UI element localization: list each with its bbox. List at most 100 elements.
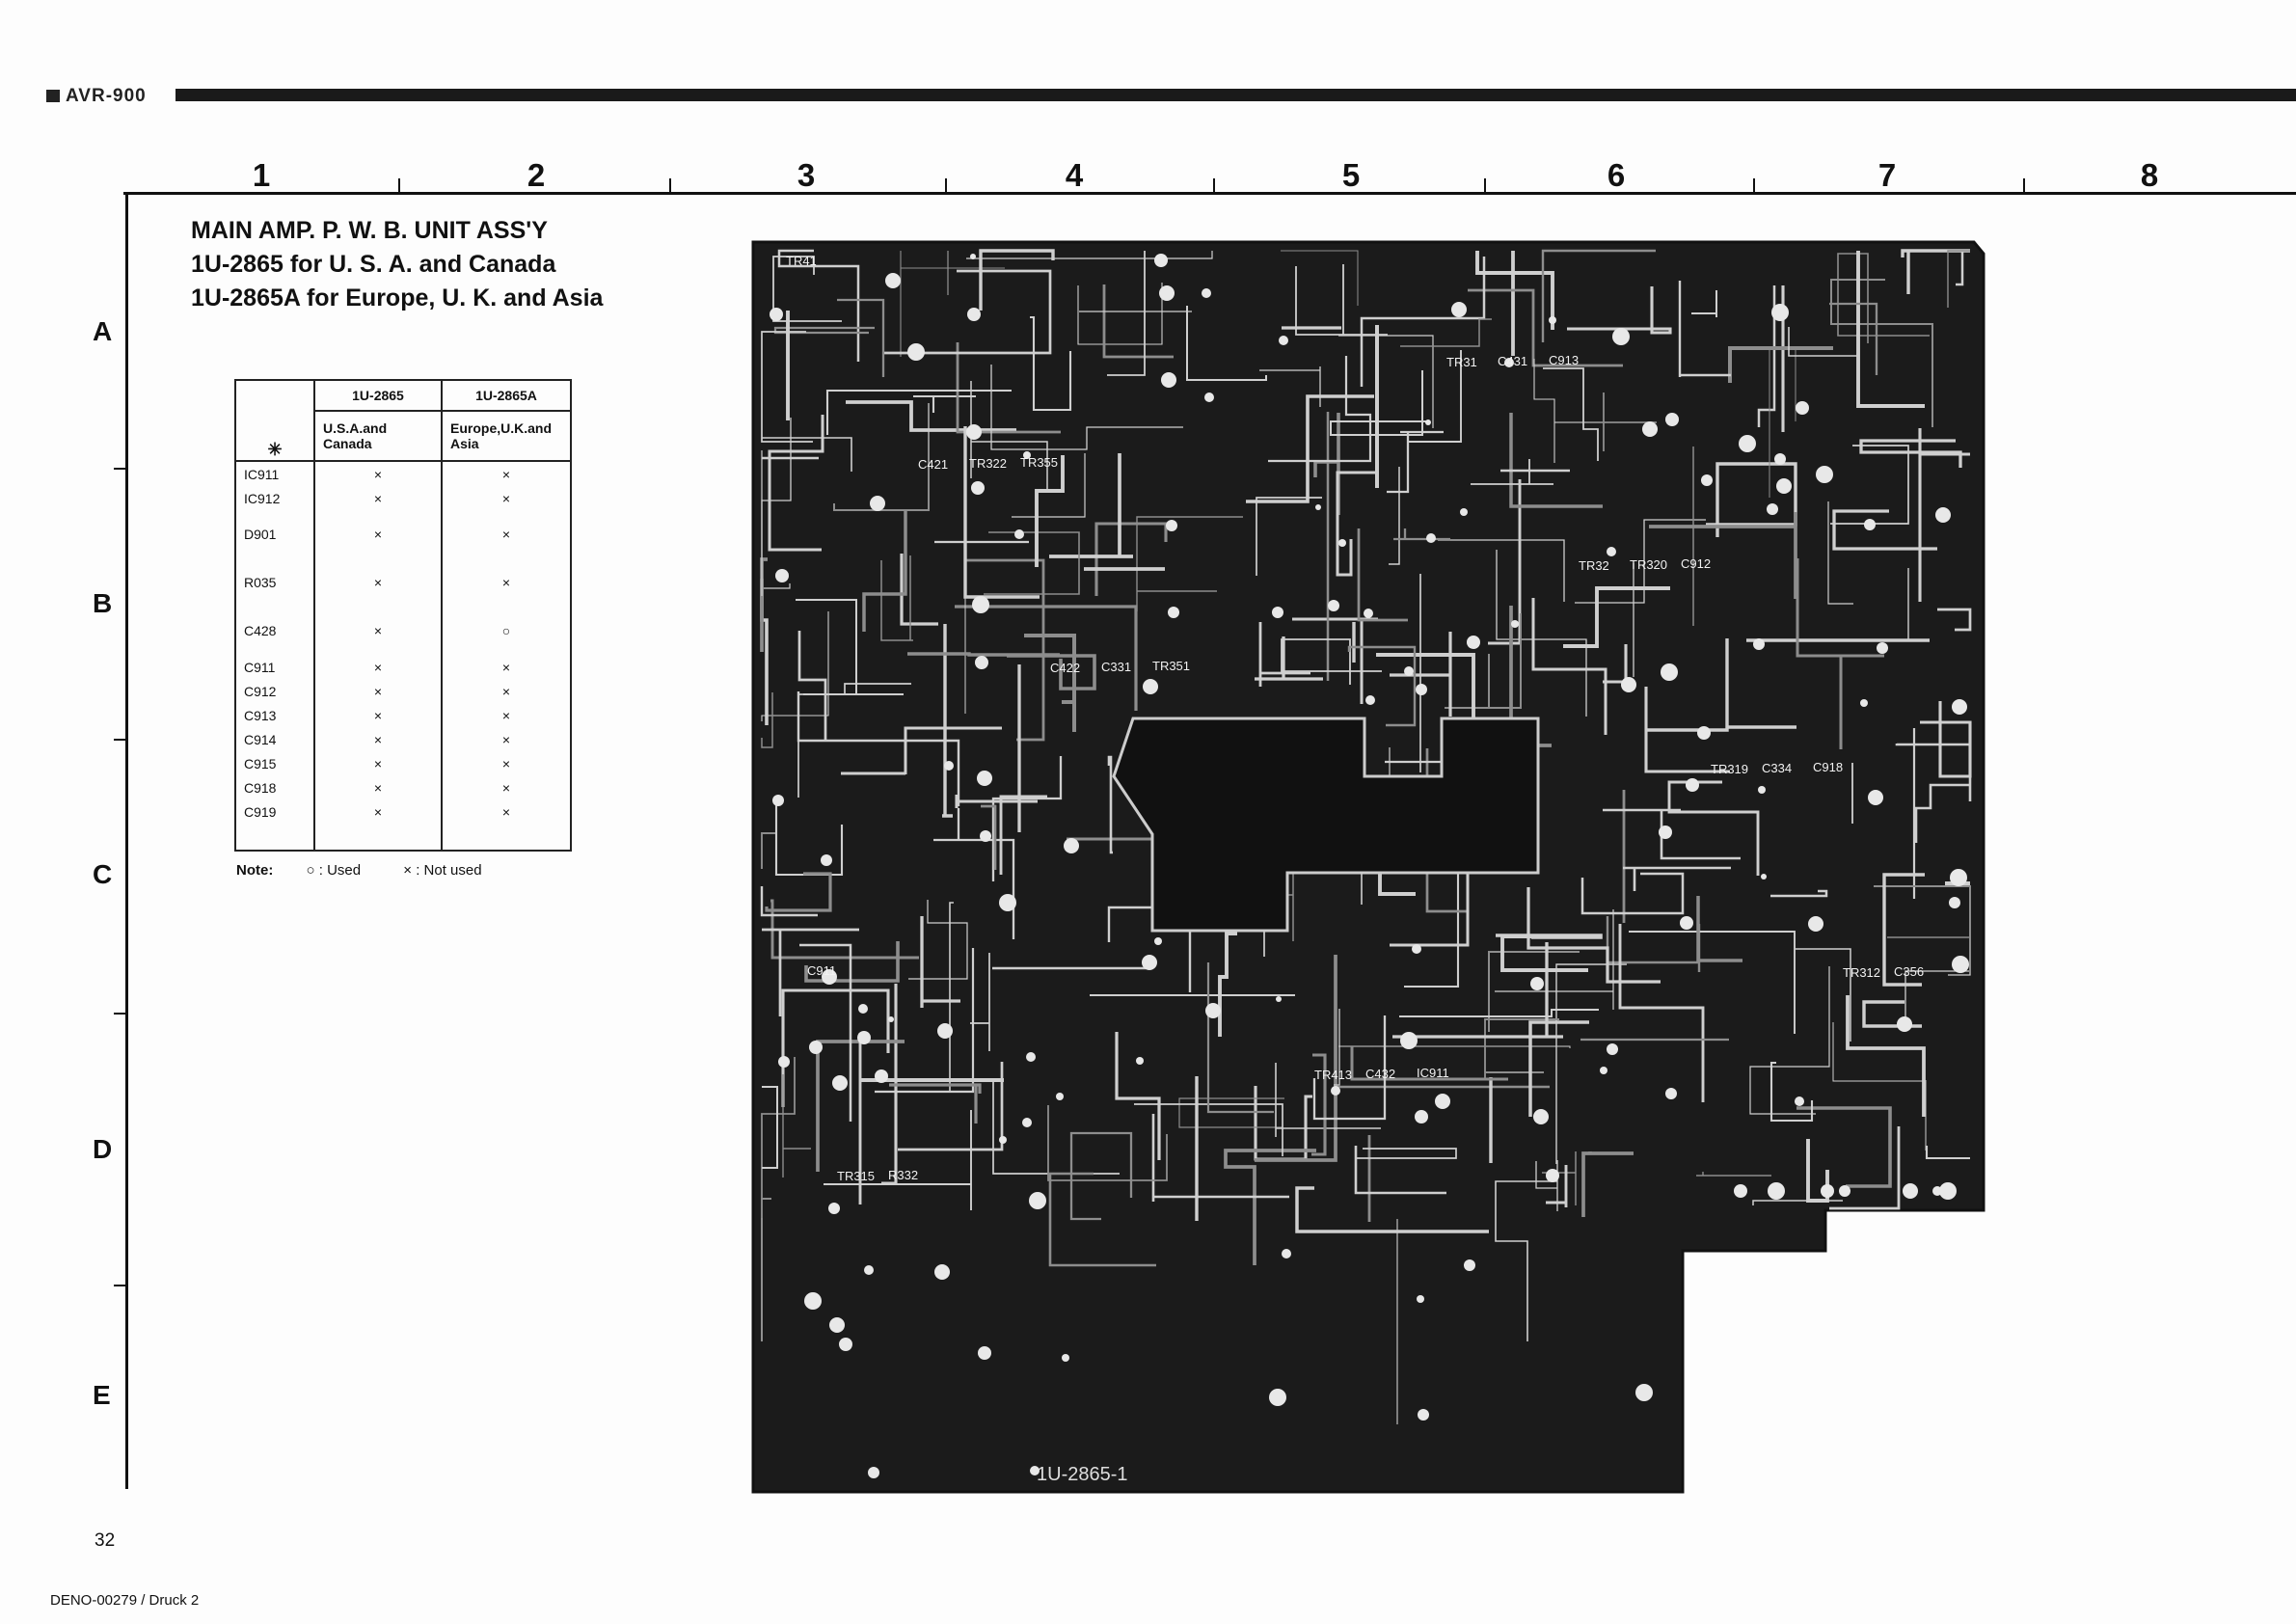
grid-column-tick xyxy=(2023,178,2025,192)
pcb-pad xyxy=(1467,636,1480,649)
pcb-pad xyxy=(1416,684,1427,695)
pcb-trace xyxy=(1107,251,1146,376)
pcb-component-label: TR312 xyxy=(1843,965,1880,980)
pcb-pad xyxy=(1839,1185,1850,1197)
pcb-pad xyxy=(778,1056,790,1068)
pcb-pad xyxy=(1680,916,1693,930)
pcb-pad xyxy=(1697,726,1711,740)
pcb-trace xyxy=(991,756,1063,881)
part-ref: C919 xyxy=(235,799,315,824)
pcb-trace xyxy=(1468,288,1623,367)
pcb-trace xyxy=(1796,558,1884,749)
pcb-pad xyxy=(1030,1466,1040,1475)
pcb-trace xyxy=(1543,367,1599,461)
pcb-trace xyxy=(1338,335,1434,428)
usage-cell: × xyxy=(442,486,572,510)
table-row: IC912×× xyxy=(235,486,572,510)
pcb-trace xyxy=(1350,1046,1508,1081)
pcb-component-label: TR320 xyxy=(1630,557,1667,572)
pcb-trace xyxy=(1178,1097,1284,1128)
part-ref: C915 xyxy=(235,751,315,775)
pcb-pad xyxy=(1686,778,1699,792)
pcb-pad xyxy=(1808,916,1823,932)
table-row: C918×× xyxy=(235,775,572,799)
part-ref: IC912 xyxy=(235,486,315,510)
grid-column-label: 4 xyxy=(1065,157,1084,193)
part-ref: C914 xyxy=(235,727,315,751)
grid-column-tick xyxy=(1484,178,1486,192)
header-square-mark xyxy=(46,90,60,102)
pcb-trace xyxy=(1035,455,1065,567)
pcb-trace xyxy=(1255,636,1323,681)
pcb-trace xyxy=(1115,1032,1161,1160)
usage-cell: × xyxy=(314,703,443,727)
grid-column-label: 7 xyxy=(1877,157,1897,193)
pcb-trace xyxy=(875,948,975,1094)
pcb-trace xyxy=(1496,934,1603,939)
table-row: C428×○ xyxy=(235,607,572,655)
pcb-pad xyxy=(868,1467,879,1478)
pcb-trace xyxy=(1338,1045,1571,1048)
pcb-pad xyxy=(1952,699,1967,715)
table-header-region: Europe,U.K.and Asia xyxy=(442,411,572,462)
pcb-pad xyxy=(1939,1184,1953,1198)
pcb-pad xyxy=(977,771,992,786)
pcb-trace xyxy=(880,555,913,641)
pcb-trace xyxy=(1603,644,1628,684)
pcb-trace xyxy=(898,1062,1004,1151)
pcb-trace xyxy=(1488,479,1522,645)
pcb-pad xyxy=(1530,977,1544,990)
pcb-pad xyxy=(934,1264,950,1280)
pcb-pad xyxy=(1272,607,1283,618)
note-not-used: × : Not used xyxy=(403,862,482,879)
pcb-pad xyxy=(1952,956,1969,973)
table-row: C919×× xyxy=(235,799,572,824)
pcb-trace xyxy=(796,599,904,695)
pcb-pad xyxy=(1404,666,1414,676)
pcb-trace xyxy=(1509,413,1603,508)
pcb-pad xyxy=(1767,503,1778,515)
page-number: 32 xyxy=(95,1530,116,1551)
grid-row-label: A xyxy=(93,316,113,346)
table-corner xyxy=(235,380,315,411)
pcb-pad xyxy=(1451,302,1467,317)
board-title: MAIN AMP. P. W. B. UNIT ASS'Y 1U-2865 fo… xyxy=(191,214,603,315)
pcb-pad xyxy=(1415,1110,1428,1123)
grid-column-label: 3 xyxy=(797,157,816,193)
pcb-trace xyxy=(1535,1160,1558,1211)
pcb-pad xyxy=(1768,1182,1785,1200)
asterisk-mark: ✳ xyxy=(235,411,315,462)
note-used: ○ : Used xyxy=(306,862,362,879)
part-ref: IC911 xyxy=(235,461,315,486)
grid-column-tick xyxy=(669,178,671,192)
pcb-trace xyxy=(1770,889,1828,898)
pcb-trace xyxy=(942,624,953,818)
pcb-trace xyxy=(1007,654,1096,690)
pcb-trace xyxy=(1862,1000,1922,1028)
pcb-component-label: TR41 xyxy=(786,254,817,268)
usage-cell: × xyxy=(314,799,443,824)
pcb-pad xyxy=(864,1265,874,1275)
pcb-trace xyxy=(1360,257,1486,387)
usage-cell: × xyxy=(314,751,443,775)
pcb-trace xyxy=(1757,285,1776,427)
pcb-pad xyxy=(1161,372,1176,388)
pcb-component-label: TR351 xyxy=(1152,659,1190,673)
pcb-trace xyxy=(777,249,860,362)
pcb-trace xyxy=(1400,318,1492,347)
pcb-trace xyxy=(1206,962,1274,1114)
pcb-trace xyxy=(1311,1053,1327,1156)
table-row: IC911×× xyxy=(235,461,572,486)
header-bar xyxy=(176,89,2296,101)
grid-row-tick xyxy=(114,1013,125,1015)
pcb-trace xyxy=(1832,509,1937,551)
pcb-trace xyxy=(762,437,852,472)
pcb-trace xyxy=(1047,1105,1168,1181)
pcb-trace xyxy=(1049,453,1133,558)
pcb-pad xyxy=(1816,466,1833,483)
pcb-trace xyxy=(1030,315,1072,412)
pcb-trace xyxy=(761,1057,796,1218)
pcb-trace xyxy=(824,1110,972,1210)
pcb-trace xyxy=(833,403,930,511)
pcb-pad xyxy=(1621,677,1636,692)
